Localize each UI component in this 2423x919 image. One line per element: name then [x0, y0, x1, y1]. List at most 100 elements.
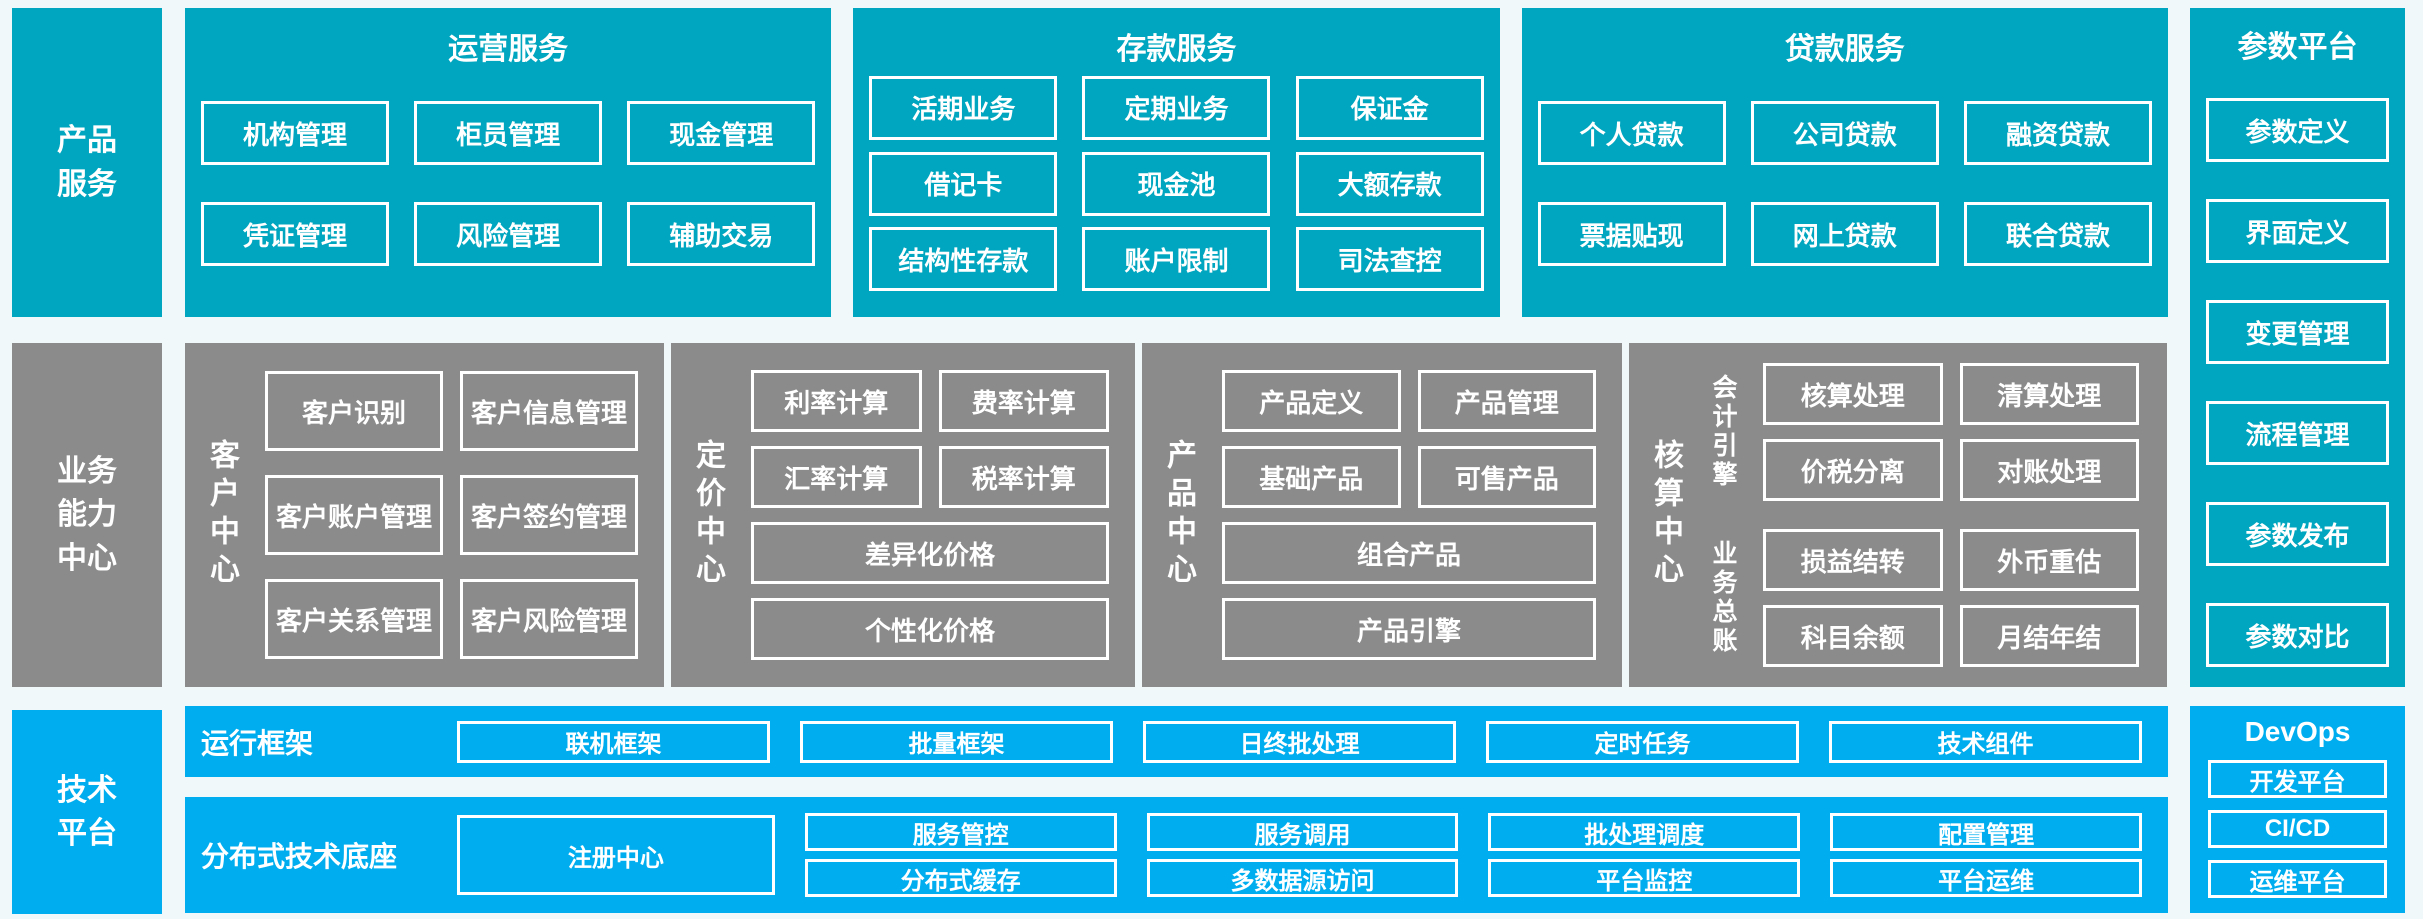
param-box: 参数对比: [2206, 603, 2389, 667]
rail-line: 平台: [57, 817, 117, 850]
panel-row: 产品定义 产品管理: [1222, 370, 1596, 432]
panel-grid: 产品定义 产品管理 基础产品 可售产品 组合产品 产品引擎: [1200, 370, 1622, 660]
rail-line: 中心: [57, 541, 117, 575]
capability-box: 科目余额: [1763, 605, 1943, 667]
runtime-framework-bar: 运行框架 联机框架 批量框架 日终批处理 定时任务 技术组件: [185, 706, 2168, 777]
business-ledger-group: 业务总账 损益结转 外币重估 科目余额 月结年结: [1695, 529, 2139, 667]
service-box: 活期业务: [869, 75, 1058, 140]
panel-row: 科目余额 月结年结: [1763, 605, 2139, 667]
panel-title: 参数平台: [2237, 31, 2358, 64]
panel-vertical-label: 定价中心: [691, 439, 724, 591]
tech-box: 平台运维: [1830, 859, 2142, 897]
panel-row: 客户账户管理 客户签约管理: [265, 475, 638, 555]
panel-accounting-center: 核算中心 会计引擎 核算处理 清算处理 价税分离 对账处理: [1629, 343, 2167, 687]
tech-column: 批处理调度 平台监控: [1488, 813, 1801, 897]
registry-center-box: 注册中心: [457, 815, 775, 895]
group-vertical-label: 业务总账: [1709, 540, 1737, 656]
panel-pricing-center: 定价中心 利率计算 费率计算 汇率计算 税率计算 差异化价格 个性化价格: [671, 343, 1135, 687]
capability-box: 基础产品: [1222, 446, 1401, 508]
tech-box: 分布式缓存: [804, 859, 1117, 897]
service-box: 结构性存款: [869, 227, 1058, 292]
tech-box: 批处理调度: [1488, 813, 1801, 851]
service-box: 个人贷款: [1537, 101, 1726, 165]
capability-box: 利率计算: [751, 370, 922, 432]
service-box: 现金池: [1082, 151, 1271, 216]
panel-rows: 机构管理 柜员管理 现金管理 凭证管理 风险管理 辅助交易: [185, 64, 831, 317]
service-box: 保证金: [1295, 75, 1484, 140]
panel-title: 贷款服务: [1784, 33, 1905, 66]
devops-box: 开发平台: [2208, 760, 2387, 798]
panel-title: 存款服务: [1116, 33, 1237, 66]
panel-customer-center: 客户中心 客户识别 客户信息管理 客户账户管理 客户签约管理 客户关系管理 客户…: [185, 343, 664, 687]
bar-label: 分布式技术底座: [201, 841, 398, 872]
tech-box: 定时任务: [1486, 720, 1799, 763]
panel-row: 利率计算 费率计算: [751, 370, 1109, 432]
bar-boxes: 联机框架 批量框架 日终批处理 定时任务 技术组件: [457, 720, 2168, 763]
panel-row: 价税分离 对账处理: [1763, 439, 2139, 501]
capability-box: 核算处理: [1763, 363, 1943, 425]
capability-box-full-width: 产品引擎: [1222, 598, 1596, 660]
rail-line: 业务: [57, 454, 117, 488]
panel-boxes: 开发平台 CI/CD 运维平台: [2208, 760, 2387, 898]
capability-box: 月结年结: [1959, 605, 2139, 667]
tech-box: 日终批处理: [1143, 720, 1456, 763]
service-box: 司法查控: [1295, 227, 1484, 292]
service-box: 公司贷款: [1750, 101, 1939, 165]
tech-box: 配置管理: [1830, 813, 2142, 851]
panel-boxes: 参数定义 界面定义 变更管理 流程管理 参数发布 参数对比: [2206, 98, 2389, 667]
accounting-engine-group: 会计引擎 核算处理 清算处理 价税分离 对账处理: [1695, 363, 2139, 501]
param-box: 参数定义: [2206, 98, 2389, 162]
tech-box: 批量框架: [800, 720, 1113, 763]
capability-box: 客户账户管理: [265, 475, 443, 555]
service-box: 凭证管理: [201, 202, 389, 266]
panel-operations-services: 运营服务 机构管理 柜员管理 现金管理 凭证管理 风险管理 辅助交易: [185, 8, 832, 317]
panel-vertical-label: 客户中心: [205, 439, 238, 591]
service-box: 网上贷款: [1750, 202, 1939, 266]
panel-row: 个人贷款 公司贷款 融资贷款: [1537, 101, 2152, 165]
panel-row: 汇率计算 税率计算: [751, 446, 1109, 508]
service-box: 机构管理: [201, 101, 389, 165]
param-box: 变更管理: [2206, 300, 2389, 364]
service-box: 风险管理: [414, 202, 603, 266]
bar-label: 运行框架: [201, 727, 314, 759]
service-box: 借记卡: [869, 151, 1058, 216]
panel-devops: DevOps 开发平台 CI/CD 运维平台: [2190, 706, 2405, 913]
capability-box-full-width: 组合产品: [1222, 522, 1596, 584]
capability-box: 损益结转: [1763, 529, 1943, 591]
business-capability-band: 客户中心 客户识别 客户信息管理 客户账户管理 客户签约管理 客户关系管理 客户…: [185, 343, 2168, 687]
rail-line: 服务: [57, 167, 117, 201]
panel-row: 损益结转 外币重估: [1763, 529, 2139, 591]
capability-box: 产品管理: [1417, 370, 1596, 432]
panel-loan-services: 贷款服务 个人贷款 公司贷款 融资贷款 票据贴现 网上贷款 联合贷款: [1521, 8, 2168, 317]
panel-rows: 活期业务 定期业务 保证金 借记卡 现金池 大额存款 结构性存款 账户限制 司法…: [853, 64, 1499, 317]
tech-box: 服务调用: [1146, 813, 1459, 851]
rail-product-services: 产品 服务: [12, 8, 162, 317]
param-box: 界面定义: [2206, 199, 2389, 263]
capability-box: 客户风险管理: [460, 579, 638, 659]
capability-box: 客户识别: [265, 371, 443, 451]
panel-title: 运营服务: [448, 33, 569, 66]
capability-box: 客户信息管理: [460, 371, 638, 451]
capability-box: 客户关系管理: [265, 579, 443, 659]
capability-box: 可售产品: [1417, 446, 1596, 508]
capability-box-full-width: 差异化价格: [751, 522, 1109, 584]
param-box: 参数发布: [2206, 502, 2389, 566]
rail-business-capability-center: 业务 能力 中心: [12, 343, 162, 687]
panel-row: 客户关系管理 客户风险管理: [265, 579, 638, 659]
tech-box: 服务管控: [804, 813, 1117, 851]
bar-boxes: 注册中心 服务管控 分布式缓存 服务调用 多数据源访问 批处理调度 平台监控 配…: [457, 813, 2168, 897]
service-box: 大额存款: [1295, 151, 1484, 216]
panel-grid: 客户识别 客户信息管理 客户账户管理 客户签约管理 客户关系管理 客户风险管理: [243, 371, 664, 659]
panel-title: DevOps: [2244, 716, 2351, 747]
group-grid: 核算处理 清算处理 价税分离 对账处理: [1763, 363, 2139, 501]
panel-row: 凭证管理 风险管理 辅助交易: [201, 202, 816, 266]
devops-box: 运维平台: [2208, 860, 2387, 898]
service-box: 柜员管理: [414, 101, 603, 165]
accounting-groups: 会计引擎 核算处理 清算处理 价税分离 对账处理 业务总账: [1687, 363, 2167, 667]
panel-row: 活期业务 定期业务 保证金: [869, 75, 1484, 140]
capability-box: 费率计算: [938, 370, 1109, 432]
panel-row: 票据贴现 网上贷款 联合贷款: [1537, 202, 2152, 266]
capability-box: 客户签约管理: [460, 475, 638, 555]
tech-box: 技术组件: [1829, 720, 2142, 763]
